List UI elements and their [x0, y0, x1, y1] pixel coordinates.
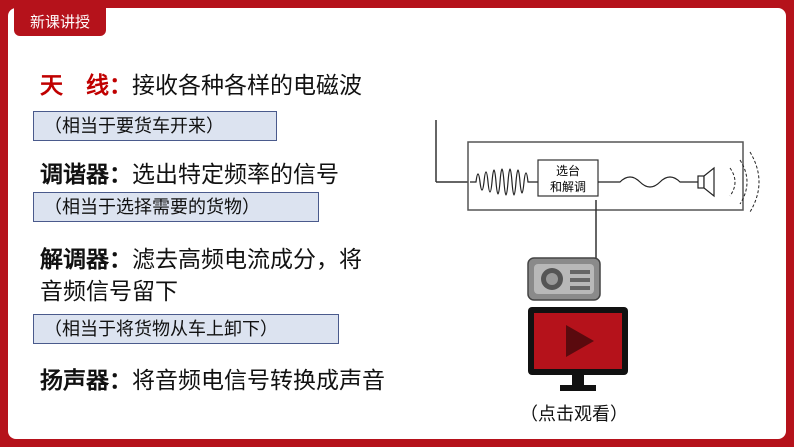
- hint-antenna: （相当于要货车开来）: [33, 111, 277, 141]
- tuner-label: 调谐器：: [40, 162, 132, 188]
- section-tab: 新课讲授: [14, 8, 106, 36]
- demodulator-text-cont: 音频信号留下: [40, 279, 178, 305]
- video-caption[interactable]: （点击观看）: [520, 404, 628, 425]
- antenna-text: 接收各种各样的电磁波: [132, 73, 362, 99]
- play-icon: [566, 325, 594, 357]
- video-player[interactable]: [526, 305, 630, 395]
- demodulator-line-cont: 音频信号留下: [40, 272, 178, 306]
- demodulator-label: 解调器：: [40, 247, 132, 273]
- demodulator-text: 滤去高频电流成分，将: [132, 247, 362, 273]
- rf-wave: [470, 168, 538, 196]
- slide-panel: [8, 8, 786, 439]
- demod-label-1: 选台: [556, 163, 580, 178]
- antenna-line: 天 线：接收各种各样的电磁波: [40, 66, 362, 100]
- demodulator-box: [537, 159, 599, 197]
- speaker-icon: [697, 175, 705, 189]
- monitor-stand: [560, 385, 596, 391]
- hint-demodulator: （相当于将货物从车上卸下）: [33, 314, 339, 344]
- audio-wave: [598, 176, 698, 188]
- demodulator-line: 解调器：滤去高频电流成分，将: [40, 240, 362, 274]
- demod-label-2: 和解调: [550, 180, 586, 194]
- speaker-label: 扬声器：: [40, 368, 132, 394]
- speaker-line: 扬声器：将音频电信号转换成声音: [40, 361, 385, 395]
- speaker-text: 将音频电信号转换成声音: [132, 368, 385, 394]
- tuner-line: 调谐器：选出特定频率的信号: [40, 155, 339, 189]
- hint-tuner: （相当于选择需要的货物）: [33, 192, 319, 222]
- tuner-text: 选出特定频率的信号: [132, 162, 339, 188]
- receiver-box: [467, 141, 744, 211]
- antenna-label: 天 线：: [40, 73, 132, 99]
- radio-icon: [527, 257, 601, 301]
- receiver-diagram: 选台 和解调: [435, 120, 760, 301]
